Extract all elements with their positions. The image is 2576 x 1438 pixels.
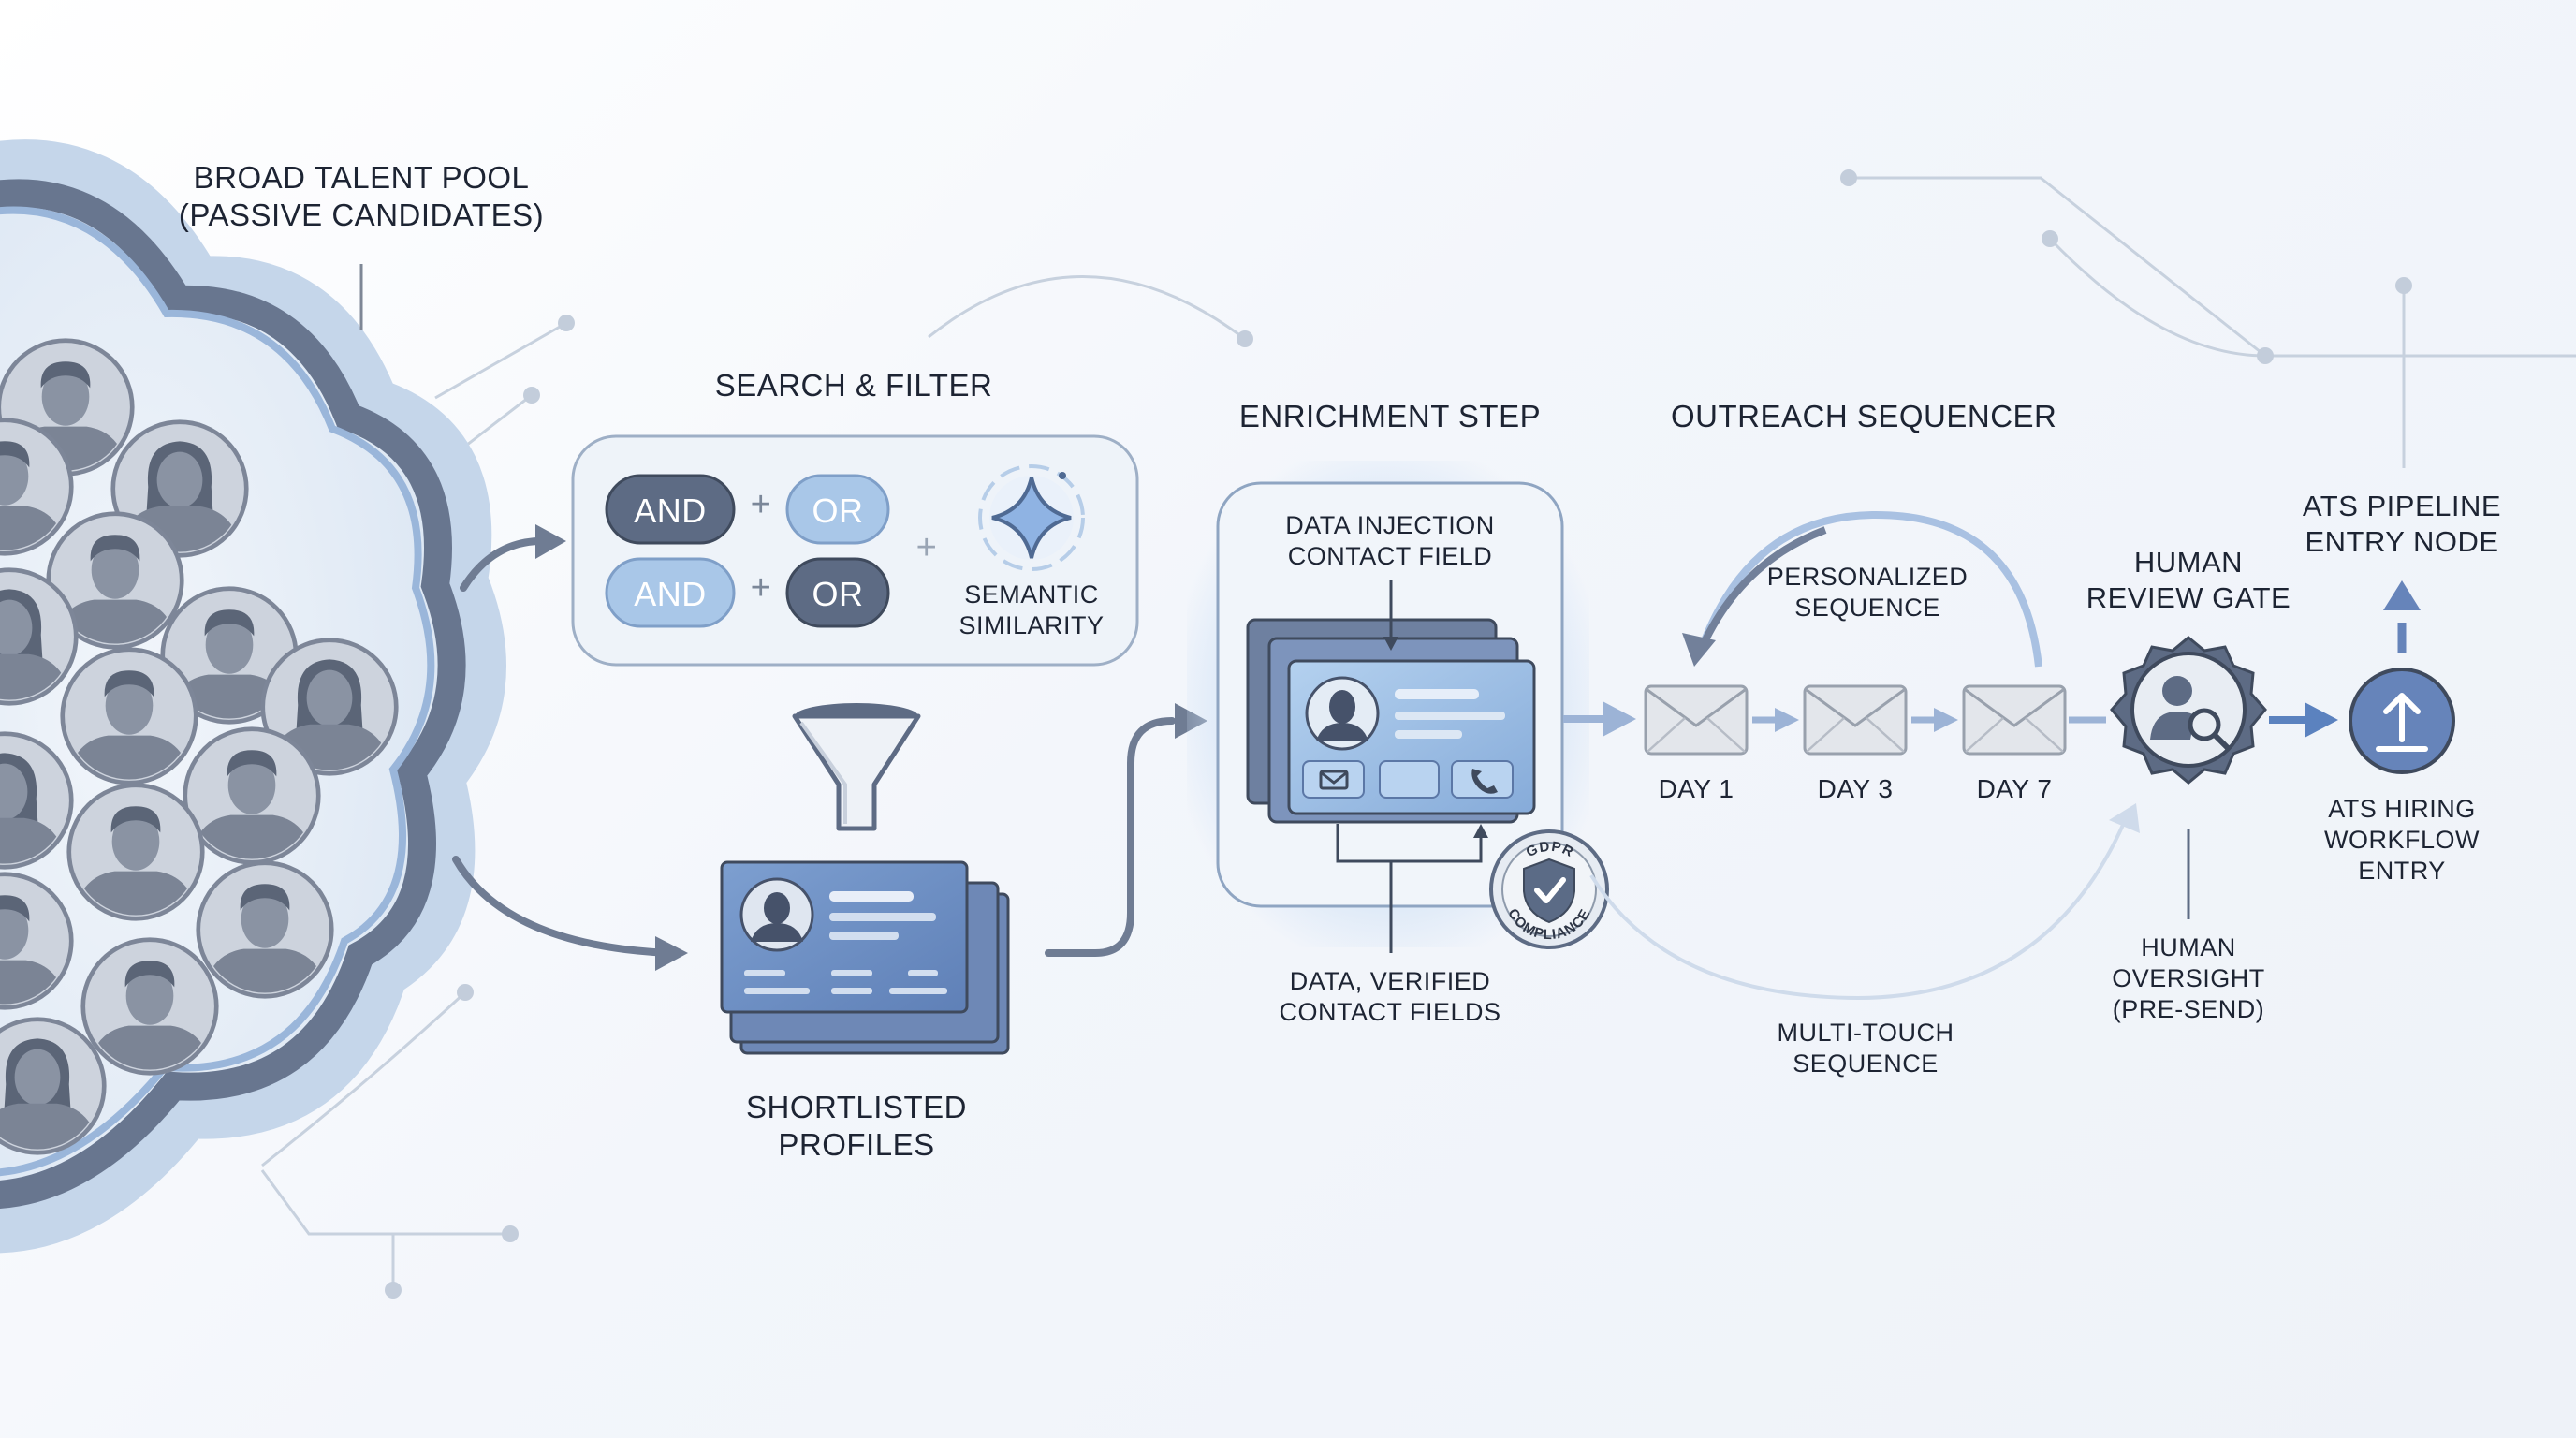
person-avatar-icon <box>63 650 197 786</box>
and-pill-light <box>605 557 736 628</box>
or-operator-pill-label: OR <box>812 492 864 530</box>
envelope-field <box>1302 760 1365 799</box>
data-injection-label: DATA INJECTION CONTACT FIELD <box>1285 511 1495 570</box>
phone-icon <box>1471 769 1498 794</box>
shortlisted-profile-cards <box>720 860 1010 1055</box>
search-filter-panel <box>571 434 1139 667</box>
background-circuit-nodes <box>385 169 2412 1299</box>
or-pill-dark <box>785 557 890 628</box>
or-pill-light <box>785 474 890 545</box>
person-avatar-icon <box>83 940 217 1077</box>
flow-arrows <box>452 537 1176 957</box>
semantic-similarity-label: SEMANTIC SIMILARITY <box>959 580 1105 639</box>
envelope-icon <box>1644 684 1749 756</box>
envelope-icon <box>1803 684 1908 756</box>
plus-operator: + <box>915 528 938 567</box>
day-1-label: DAY 1 <box>1658 774 1734 803</box>
shortlisted-profiles-label: SHORTLISTED PROFILES <box>746 1090 967 1163</box>
outreach-sequence-arcs <box>1589 510 2129 1001</box>
envelope-icon <box>1319 770 1349 790</box>
person-avatar-icon <box>185 729 319 866</box>
day-3-label: DAY 3 <box>1817 774 1894 803</box>
human-review-gate-label: HUMAN REVIEW GATE <box>2086 546 2291 614</box>
plus-operator: + <box>750 485 772 524</box>
and-pill-dark <box>605 474 736 545</box>
or-operator-pill-label: OR <box>812 575 864 613</box>
multitouch-arc-arrowhead <box>2109 803 2140 833</box>
search-filter-title: SEARCH & FILTER <box>714 368 993 403</box>
plus-operator: + <box>750 568 772 608</box>
gdpr-compliance-badge: GDPR COMPLIANCE <box>1489 829 1609 949</box>
phone-field <box>1451 760 1514 799</box>
multi-touch-sequence-label: MULTI-TOUCH SEQUENCE <box>1777 1019 1954 1078</box>
envelope-icon <box>1962 684 2067 756</box>
outreach-sequencer-title: OUTREACH SEQUENCER <box>1671 399 2057 433</box>
background-circuit-lines <box>260 176 2576 1290</box>
verified-contact-fields-label: DATA, VERIFIED CONTACT FIELDS <box>1279 967 1501 1026</box>
sparkle-icon <box>978 464 1085 571</box>
enrichment-panel <box>1187 461 1589 953</box>
ats-pipeline-entry-node-label: ATS PIPELINE ENTRY NODE <box>2302 490 2502 558</box>
human-oversight-label: HUMAN OVERSIGHT (PRE-SEND) <box>2112 933 2265 1023</box>
and-operator-pill-label: AND <box>634 575 707 613</box>
enrichment-step-title: ENRICHMENT STEP <box>1238 399 1542 433</box>
person-search-icon <box>2150 676 2231 751</box>
human-review-gate <box>2110 636 2267 919</box>
talent-pool-label: BROAD TALENT POOL (PASSIVE CANDIDATES) <box>178 160 545 233</box>
blank-field <box>1379 760 1440 799</box>
person-avatar-icon <box>69 785 203 922</box>
shield-check-icon <box>1523 858 1575 924</box>
person-avatar-icon <box>198 863 332 1000</box>
personalized-sequence-label: PERSONALIZED SEQUENCE <box>1766 563 1969 622</box>
and-operator-pill-label: AND <box>634 492 707 530</box>
funnel-icon <box>792 703 921 831</box>
upload-arrow-icon <box>2376 693 2428 752</box>
personalized-arc-arrowhead <box>1682 633 1716 667</box>
day-arrows <box>1752 708 2106 732</box>
day-7-label: DAY 7 <box>1976 774 2053 803</box>
ats-entry-node <box>2349 580 2455 774</box>
ats-hiring-workflow-entry-label: ATS HIRING WORKFLOW ENTRY <box>2324 795 2480 885</box>
